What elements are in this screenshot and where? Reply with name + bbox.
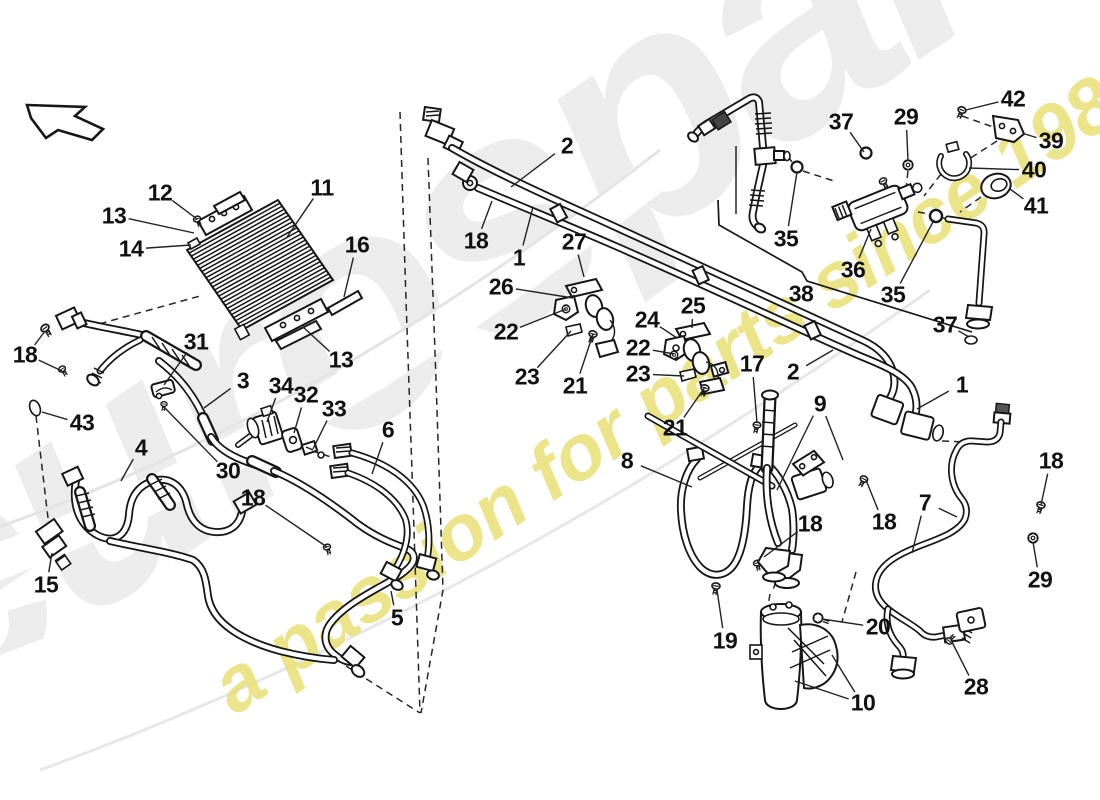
callout-17-30: 17 xyxy=(739,350,765,377)
callout-38-28: 38 xyxy=(788,280,814,307)
callout-41-24: 41 xyxy=(1023,192,1049,219)
callout-1-32: 1 xyxy=(955,371,969,398)
callout-30-49: 30 xyxy=(215,457,241,484)
callout-18-52: 18 xyxy=(12,341,38,368)
callout-20-41: 20 xyxy=(865,613,891,640)
callout-18-7: 18 xyxy=(463,227,489,254)
callout-43-50: 43 xyxy=(69,409,95,436)
callout-16-4: 16 xyxy=(344,231,370,258)
callout-5-55: 5 xyxy=(390,604,404,631)
callout-25-14: 25 xyxy=(680,292,706,319)
callout-21-13: 21 xyxy=(562,372,588,399)
callout-6-54: 6 xyxy=(381,416,395,443)
callout-34-46: 34 xyxy=(268,372,294,399)
callout-37-29: 37 xyxy=(932,311,958,338)
callout-22-11: 22 xyxy=(493,318,519,345)
callout-28-40: 28 xyxy=(963,673,989,700)
callout-29-20: 29 xyxy=(893,103,919,130)
callout-7-37: 7 xyxy=(918,489,932,516)
callout-leader-lines xyxy=(34,101,1049,700)
hose-4-illustration xyxy=(60,465,338,664)
seal-strip-16 xyxy=(326,289,364,317)
callout-33-48: 33 xyxy=(321,395,347,422)
clamp-31 xyxy=(150,379,176,400)
callout-18-35: 18 xyxy=(797,510,823,537)
hose-6-illustration xyxy=(329,442,440,591)
callout-18-36: 18 xyxy=(871,508,897,535)
callout-35-27: 35 xyxy=(880,281,906,308)
callout-24-15: 24 xyxy=(634,306,660,333)
condenser-illustration xyxy=(185,190,364,351)
callout-40-23: 40 xyxy=(1021,156,1047,183)
callout-26-10: 26 xyxy=(488,273,514,300)
callout-2-31: 2 xyxy=(786,358,800,385)
charge-pipe-assembly-illustration xyxy=(687,93,1026,345)
hose-9-illustration xyxy=(644,389,870,583)
callout-19-43: 19 xyxy=(712,627,738,654)
callout-31-44: 31 xyxy=(183,328,209,355)
callout-39-22: 39 xyxy=(1038,127,1064,154)
bracket-cluster-a-illustration xyxy=(552,277,620,359)
callout-11-3: 11 xyxy=(310,174,334,201)
callout-10-42: 10 xyxy=(850,689,876,716)
callout-3-45: 3 xyxy=(236,367,250,394)
callout-4-51: 4 xyxy=(134,434,148,461)
callout-12-0: 12 xyxy=(147,179,173,206)
callout-21-18: 21 xyxy=(662,414,688,441)
callout-15-53: 15 xyxy=(33,571,59,598)
callout-9-33: 9 xyxy=(813,390,827,417)
hose-3-illustration xyxy=(155,357,418,678)
callout-14-2: 14 xyxy=(118,235,144,262)
hose-1-2-illustration xyxy=(421,105,945,442)
artwork-layer xyxy=(25,93,1049,710)
direction-arrow-icon xyxy=(25,103,106,142)
bracket-38-outline xyxy=(717,199,973,333)
callout-23-17: 23 xyxy=(625,360,651,387)
callout-35-26: 35 xyxy=(773,225,799,252)
callout-29-39: 29 xyxy=(1027,566,1053,593)
callout-36-25: 36 xyxy=(840,256,866,283)
callout-22-16: 22 xyxy=(625,334,651,361)
callout-13-1: 13 xyxy=(101,202,127,229)
left-upper-hose-illustration xyxy=(38,306,202,412)
callout-42-21: 42 xyxy=(1000,85,1026,112)
callout-8-34: 8 xyxy=(620,447,634,474)
callout-27-9: 27 xyxy=(561,228,587,255)
callout-32-47: 32 xyxy=(293,381,319,408)
callout-18-38: 18 xyxy=(1038,447,1064,474)
callout-37-19: 37 xyxy=(828,108,854,135)
callout-23-12: 23 xyxy=(514,363,540,390)
connector-34-32-33-illustration xyxy=(235,404,325,459)
sensor-15-illustration xyxy=(28,399,72,572)
callout-1-8: 1 xyxy=(512,244,526,271)
callout-18-56: 18 xyxy=(240,484,266,511)
callout-2-6: 2 xyxy=(560,132,574,159)
hose-7-illustration xyxy=(871,402,1047,680)
callout-13-5: 13 xyxy=(328,346,354,373)
